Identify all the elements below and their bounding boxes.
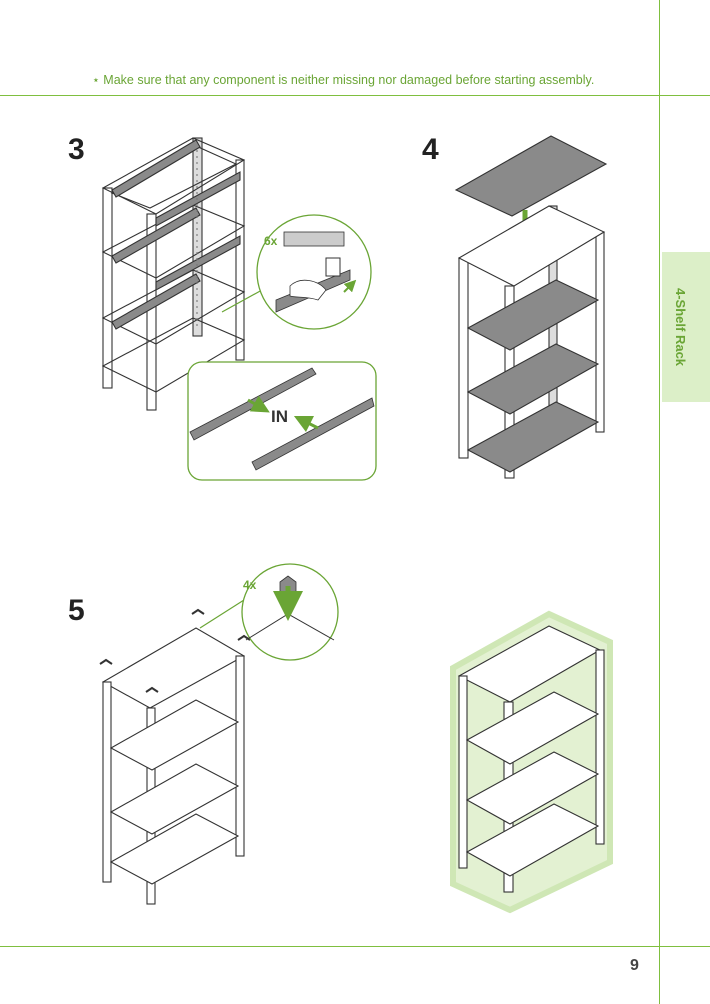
step5-quantity-label: 4x <box>243 578 257 592</box>
footer-rule <box>0 946 710 947</box>
assembly-notice: ⋆ Make sure that any component is neithe… <box>92 73 595 87</box>
step-number-3: 3 <box>68 133 85 166</box>
step3-quantity-label: 6x <box>264 234 278 248</box>
margin-rule <box>659 0 660 1004</box>
side-tab <box>662 252 710 402</box>
side-tab-label: 4-Shelf Rack <box>673 288 688 367</box>
step5-rack-illustration <box>99 608 251 905</box>
step3-callout-detail <box>221 214 372 330</box>
step4-rack-illustration <box>454 135 608 479</box>
step3-in-label: IN <box>271 407 288 426</box>
step5-callout-detail <box>199 563 339 661</box>
step3-rack-illustration <box>101 137 246 411</box>
page-number: 9 <box>630 957 639 974</box>
finished-rack-illustration <box>450 610 613 914</box>
header-rule <box>0 95 710 96</box>
step-number-5: 5 <box>68 594 85 627</box>
step3-beam-orientation-detail <box>187 361 377 481</box>
step-number-4: 4 <box>422 133 439 166</box>
